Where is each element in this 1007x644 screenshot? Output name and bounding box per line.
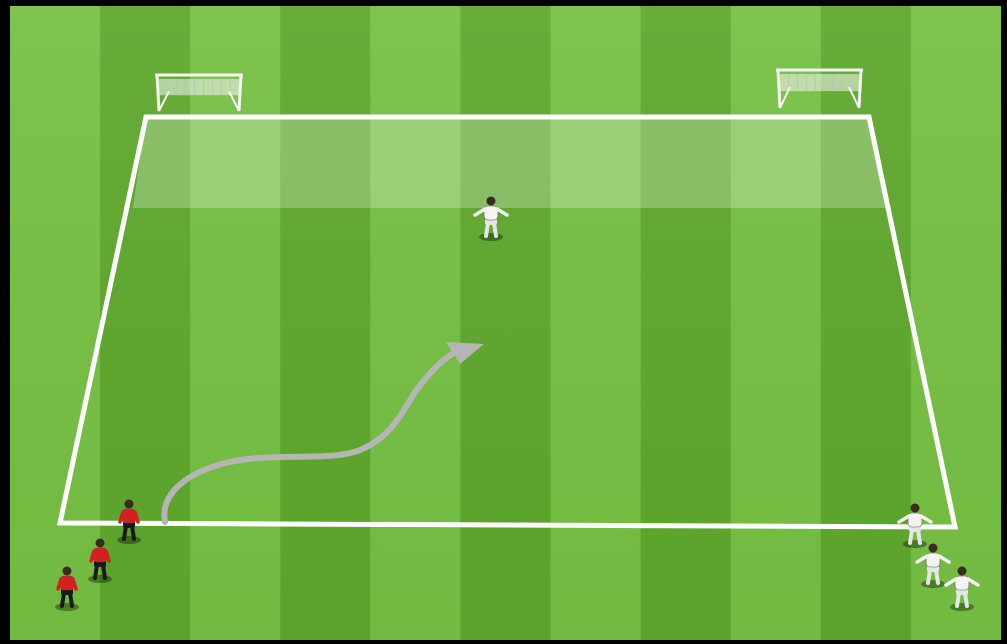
end-zone bbox=[133, 117, 888, 208]
player-head bbox=[929, 544, 938, 553]
player-head bbox=[125, 500, 134, 509]
goal-post bbox=[157, 75, 159, 111]
player-head bbox=[63, 567, 72, 576]
goal-post bbox=[859, 70, 861, 108]
player-head bbox=[487, 197, 496, 206]
player-shadow bbox=[88, 575, 112, 583]
player-shadow bbox=[117, 536, 141, 544]
player-shadow bbox=[479, 233, 503, 241]
player-head bbox=[958, 567, 967, 576]
goal-post bbox=[239, 75, 241, 111]
player-shadow bbox=[921, 580, 945, 588]
player-shadow bbox=[950, 603, 974, 611]
player-head bbox=[96, 539, 105, 548]
goal-net bbox=[780, 74, 859, 91]
player-shadow bbox=[55, 603, 79, 611]
player-shadow bbox=[903, 540, 927, 548]
goal-post bbox=[778, 70, 780, 108]
player-head bbox=[911, 504, 920, 513]
goal-net bbox=[159, 79, 239, 95]
